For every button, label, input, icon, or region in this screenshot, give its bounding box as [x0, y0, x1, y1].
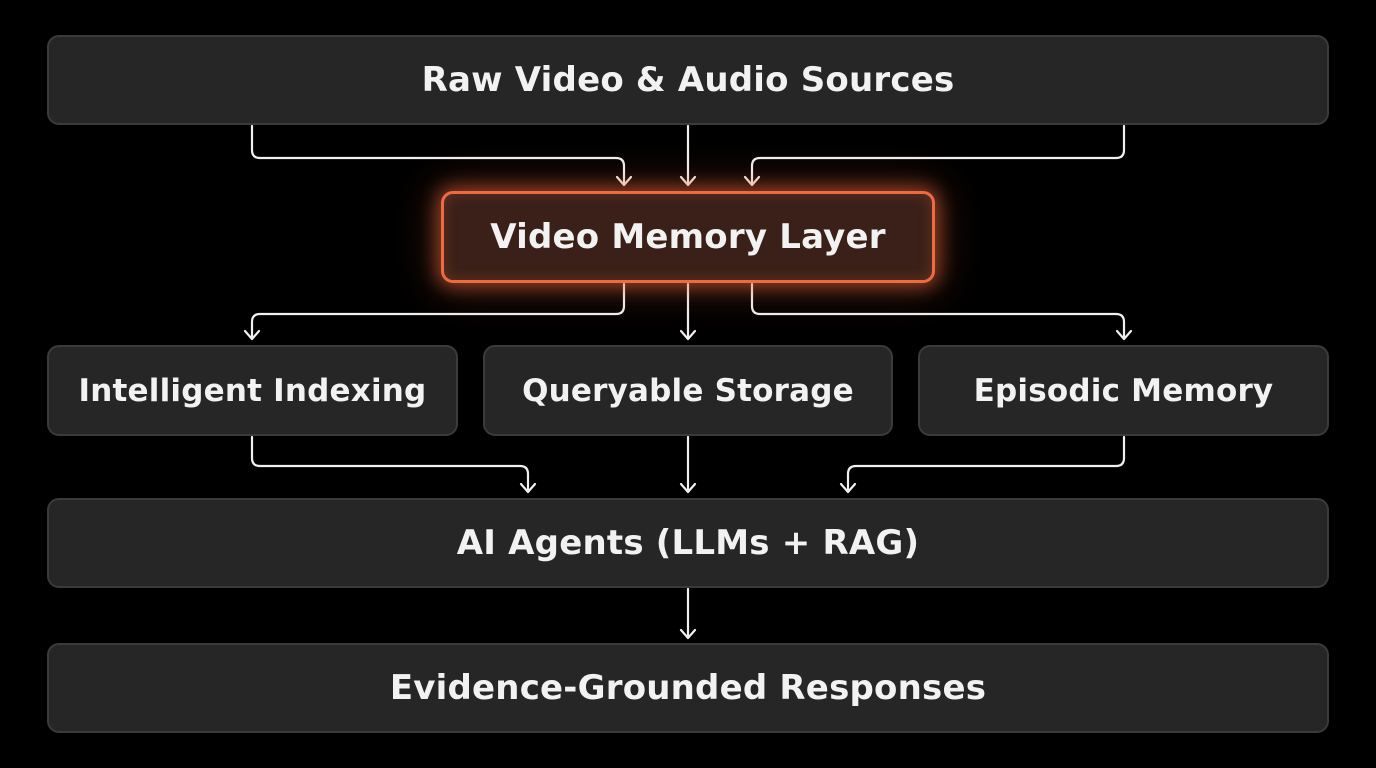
video-memory-layer-label: Video Memory Layer: [490, 217, 886, 257]
arrowhead-memory-left: [243, 329, 261, 341]
arrowhead-raw-right: [743, 175, 761, 187]
episodic-memory-label: Episodic Memory: [973, 372, 1274, 409]
intelligent-indexing-label: Intelligent Indexing: [78, 372, 427, 409]
queryable-storage-box: Queryable Storage: [483, 345, 893, 436]
video-memory-layer-box: Video Memory Layer: [441, 191, 935, 283]
episodic-memory-box: Episodic Memory: [918, 345, 1329, 436]
arrowhead-memory-right: [1115, 329, 1133, 341]
intelligent-indexing-box: Intelligent Indexing: [47, 345, 458, 436]
evidence-responses-label: Evidence-Grounded Responses: [389, 668, 987, 708]
connector-memory-left: [250, 282, 626, 340]
connector-memory-right: [750, 282, 1126, 340]
connector-episodic-agents: [846, 435, 1126, 493]
arrowhead-indexing-agents: [519, 482, 537, 494]
arrowhead-agents-responses: [679, 628, 697, 640]
evidence-responses-box: Evidence-Grounded Responses: [47, 643, 1329, 733]
raw-sources-label: Raw Video & Audio Sources: [421, 60, 955, 100]
arrowhead-raw-left: [615, 175, 633, 187]
ai-agents-label: AI Agents (LLMs + RAG): [456, 523, 920, 563]
connector-indexing-agents: [250, 435, 530, 493]
arrowhead-raw-center: [679, 175, 697, 187]
arrowhead-memory-center: [679, 329, 697, 341]
raw-sources-box: Raw Video & Audio Sources: [47, 35, 1329, 125]
arrowhead-storage-agents: [679, 482, 697, 494]
queryable-storage-label: Queryable Storage: [522, 372, 854, 409]
arrowhead-episodic-agents: [839, 482, 857, 494]
ai-agents-box: AI Agents (LLMs + RAG): [47, 498, 1329, 588]
connector-raw-left: [250, 124, 626, 186]
connector-raw-right: [750, 124, 1126, 186]
